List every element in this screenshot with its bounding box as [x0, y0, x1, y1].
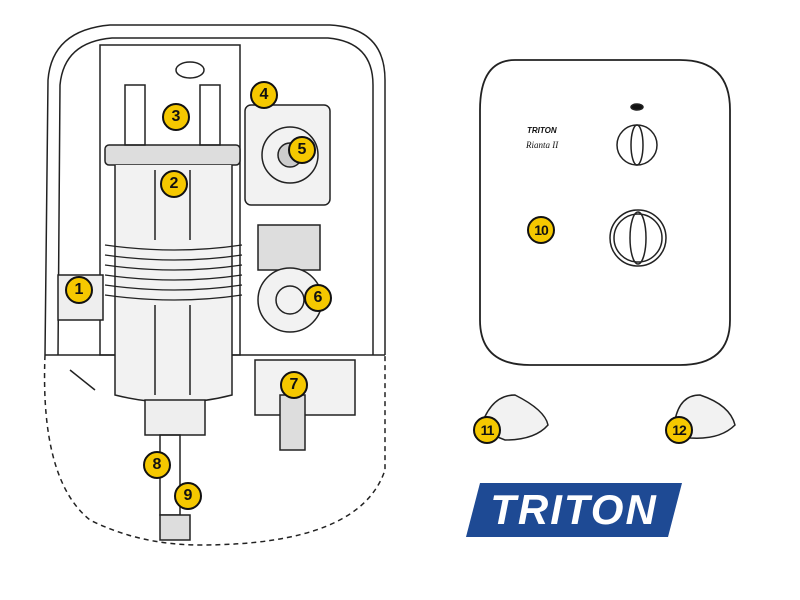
triton-logo-text: TRITON [490, 486, 658, 533]
panel-brand-label: TRITON [527, 126, 557, 135]
panel-model-label: Rianta II [526, 140, 559, 150]
part-marker-7[interactable]: 7 [280, 371, 308, 399]
triton-logo [466, 483, 682, 537]
part-marker-5[interactable]: 5 [288, 136, 316, 164]
part-marker-3[interactable]: 3 [162, 103, 190, 131]
part-marker-6[interactable]: 6 [304, 284, 332, 312]
part-marker-4[interactable]: 4 [250, 81, 278, 109]
part-marker-12[interactable]: 12 [665, 416, 693, 444]
part-marker-10[interactable]: 10 [527, 216, 555, 244]
part-marker-8[interactable]: 8 [143, 451, 171, 479]
part-marker-2[interactable]: 2 [160, 170, 188, 198]
part-marker-11[interactable]: 11 [473, 416, 501, 444]
part-marker-9[interactable]: 9 [174, 482, 202, 510]
part-marker-1[interactable]: 1 [65, 276, 93, 304]
